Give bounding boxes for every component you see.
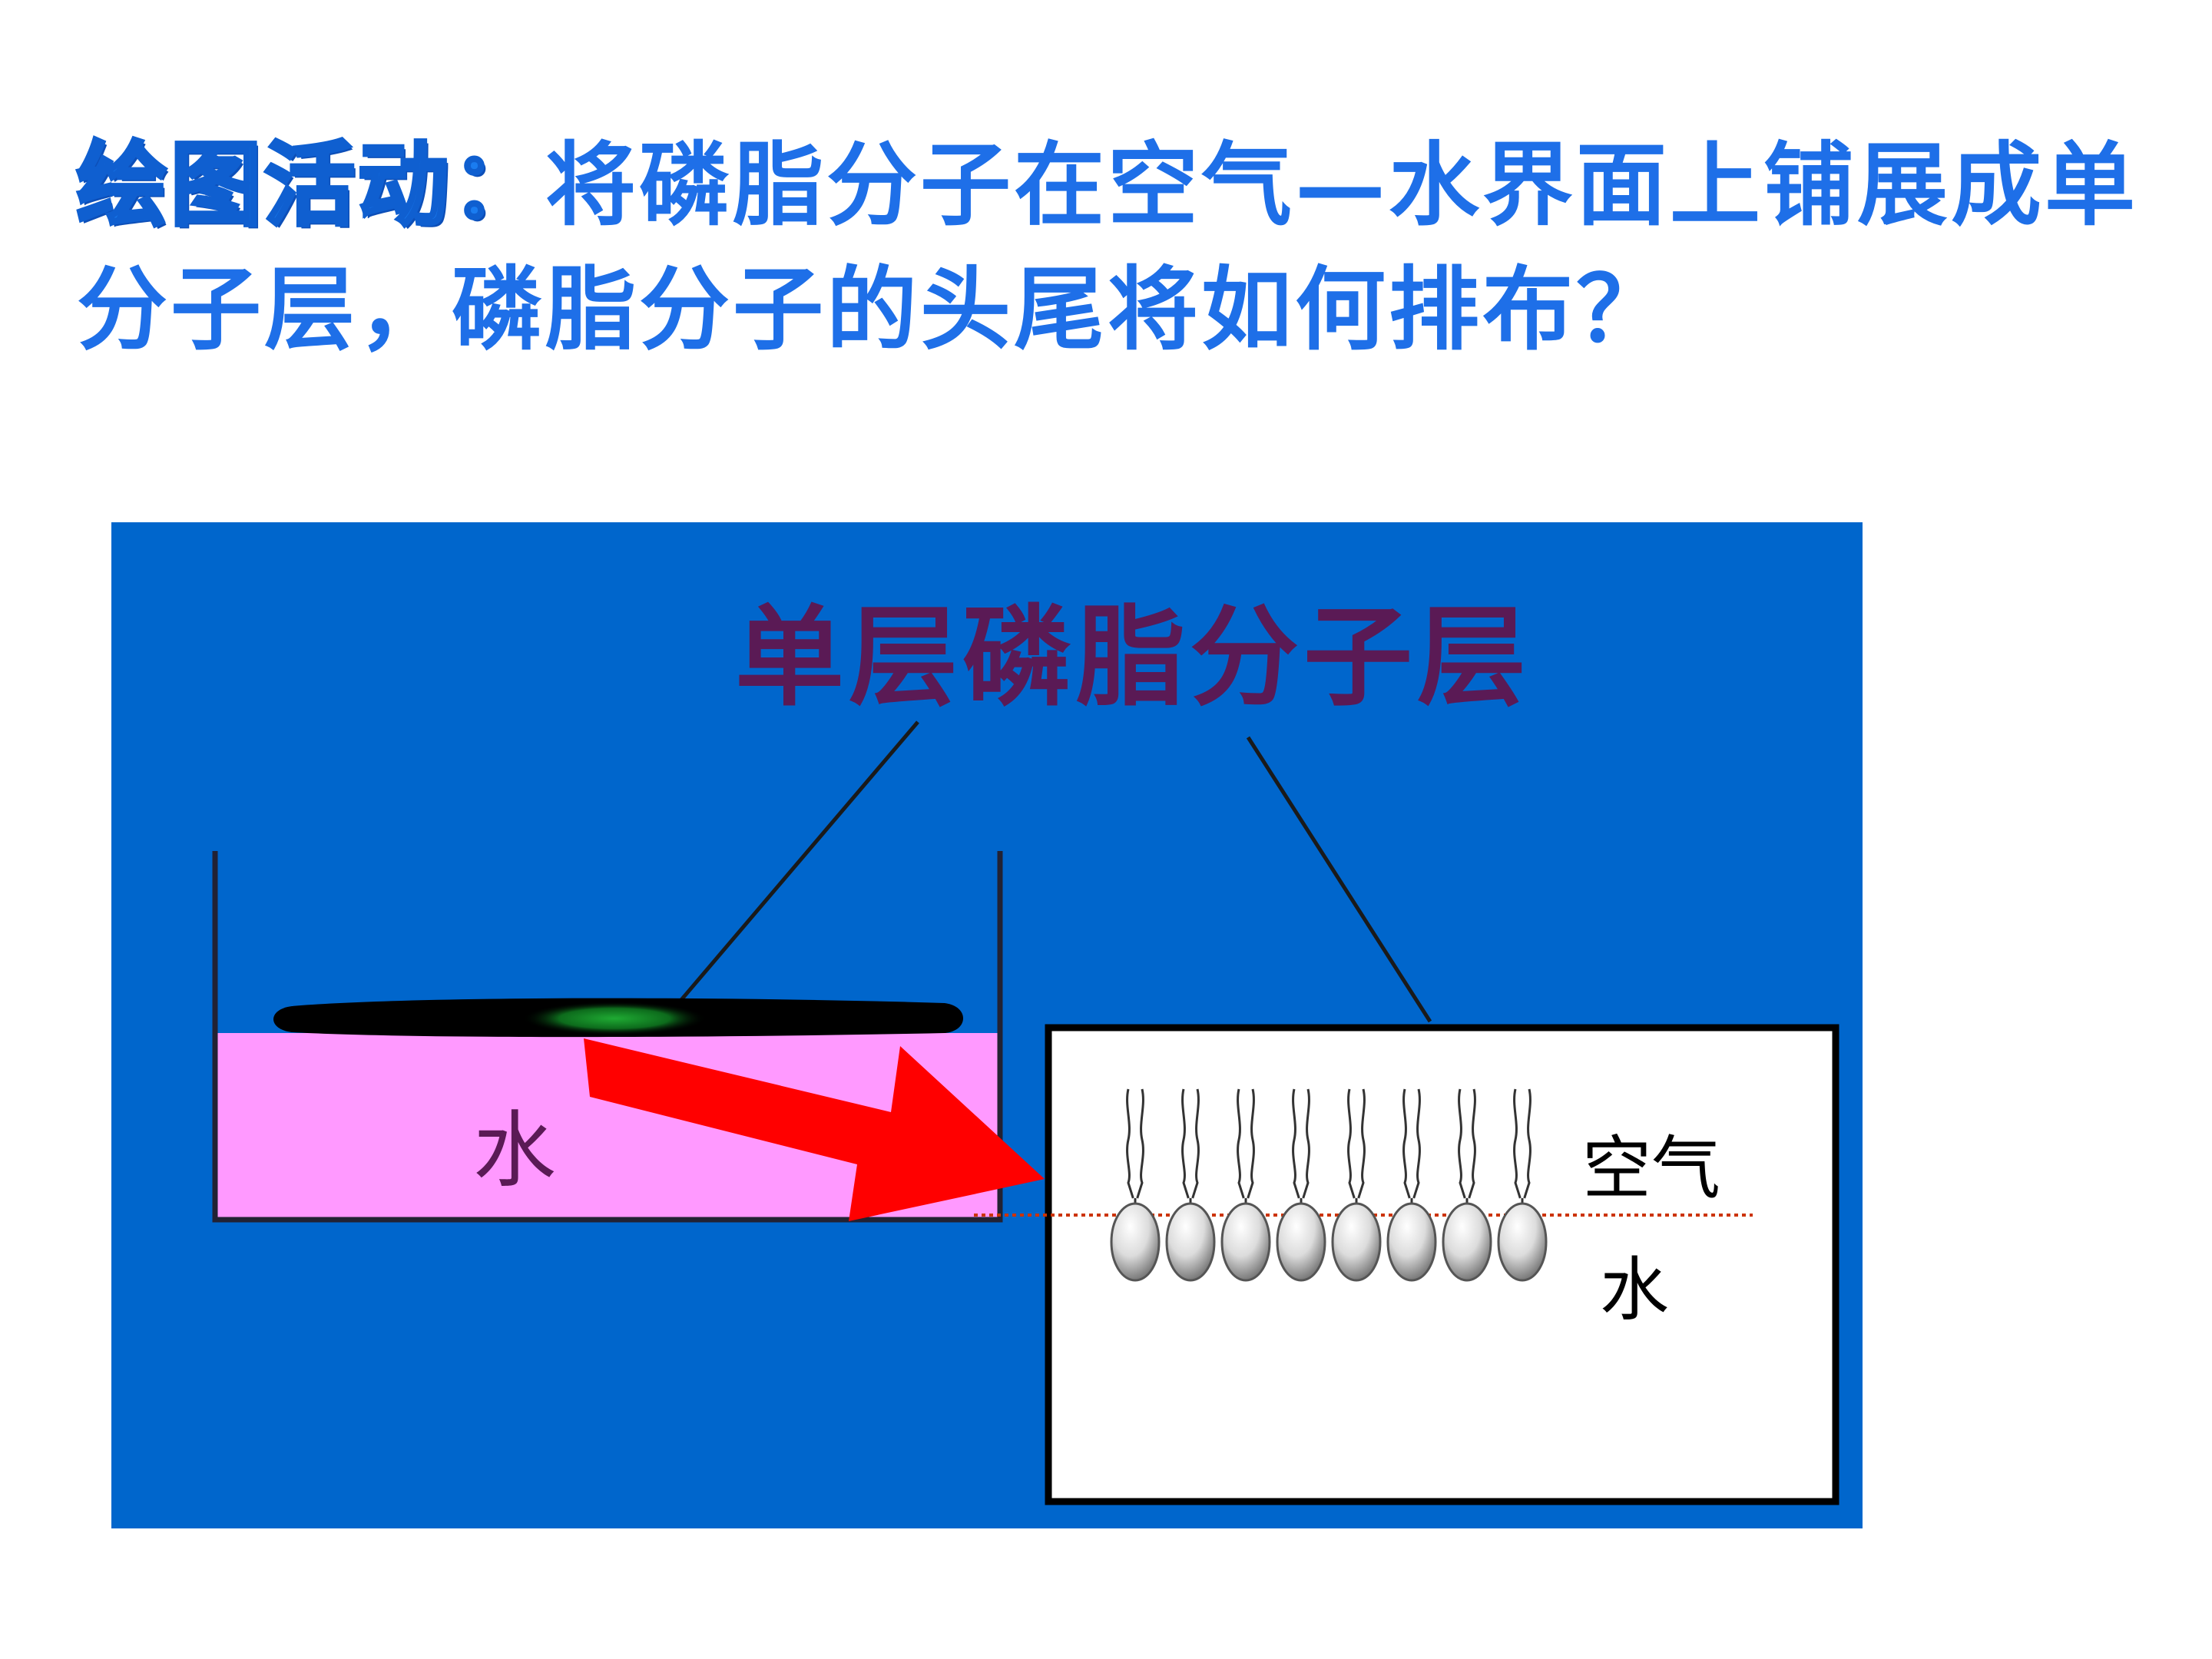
hydrophilic-head (1165, 1202, 1216, 1282)
inset-box: 空气 水 (974, 1024, 1839, 1505)
fatty-acid-tail (1402, 1088, 1411, 1199)
fatty-acid-tail (1136, 1088, 1144, 1199)
diagram-title: 单层磷脂分子层 (735, 594, 1531, 721)
phospholipid-molecule (1276, 1088, 1326, 1282)
fatty-acid-tail (1181, 1088, 1190, 1199)
inset-water-label: 水 (1600, 1250, 1669, 1330)
fatty-acid-tail (1247, 1088, 1255, 1199)
inset-air-label: 空气 (1582, 1128, 1720, 1209)
hydrophilic-head (1386, 1202, 1437, 1282)
question-text: 绘图活动：将磷脂分子在空气—水界面上铺展成单分子层，磷脂分子的头尾将如何排布？ (75, 123, 2151, 372)
hydrophilic-head (1276, 1202, 1326, 1282)
fatty-acid-tail (1237, 1088, 1245, 1199)
fatty-acid-tail (1412, 1088, 1421, 1199)
phospholipid-molecule (1220, 1088, 1271, 1282)
inset-frame (1045, 1024, 1839, 1505)
question-lead: 绘图活动： (75, 131, 546, 240)
fatty-acid-tail (1523, 1088, 1532, 1199)
phospholipid-molecule (1165, 1088, 1216, 1282)
fatty-acid-tail (1191, 1088, 1200, 1199)
phospholipid-molecule (1386, 1088, 1437, 1282)
film-highlight (522, 1002, 707, 1035)
fatty-acid-tail (1302, 1088, 1310, 1199)
leader-line-to-inset (1246, 736, 1432, 1023)
phospholipid-molecule (1110, 1088, 1161, 1282)
hydrophilic-head (1220, 1202, 1271, 1282)
phospholipid-molecule (1497, 1088, 1548, 1282)
hydrophilic-head (1110, 1202, 1161, 1282)
fatty-acid-tail (1468, 1088, 1476, 1199)
fatty-acid-tail (1458, 1088, 1466, 1199)
phospholipid-row (1110, 1088, 1548, 1282)
fatty-acid-tail (1347, 1088, 1356, 1199)
question-body: 将磷脂分子在空气—水界面上铺展成单分子层，磷脂分子的头尾将如何排布？ (77, 131, 2139, 363)
beaker-water-label: 水 (473, 1103, 556, 1199)
hydrophilic-head (1442, 1202, 1492, 1282)
leader-line-to-film (674, 720, 919, 1008)
phospholipid-molecule (1442, 1088, 1492, 1282)
hydrophilic-head (1331, 1202, 1382, 1282)
zoom-arrow (584, 1038, 1045, 1221)
phospholipid-molecule (1331, 1088, 1382, 1282)
fatty-acid-tail (1357, 1088, 1366, 1199)
fatty-acid-tail (1292, 1088, 1300, 1199)
hydrophilic-head (1497, 1202, 1548, 1282)
fatty-acid-tail (1513, 1088, 1522, 1199)
beaker-walls (212, 851, 1003, 1223)
fatty-acid-tail (1126, 1088, 1134, 1199)
